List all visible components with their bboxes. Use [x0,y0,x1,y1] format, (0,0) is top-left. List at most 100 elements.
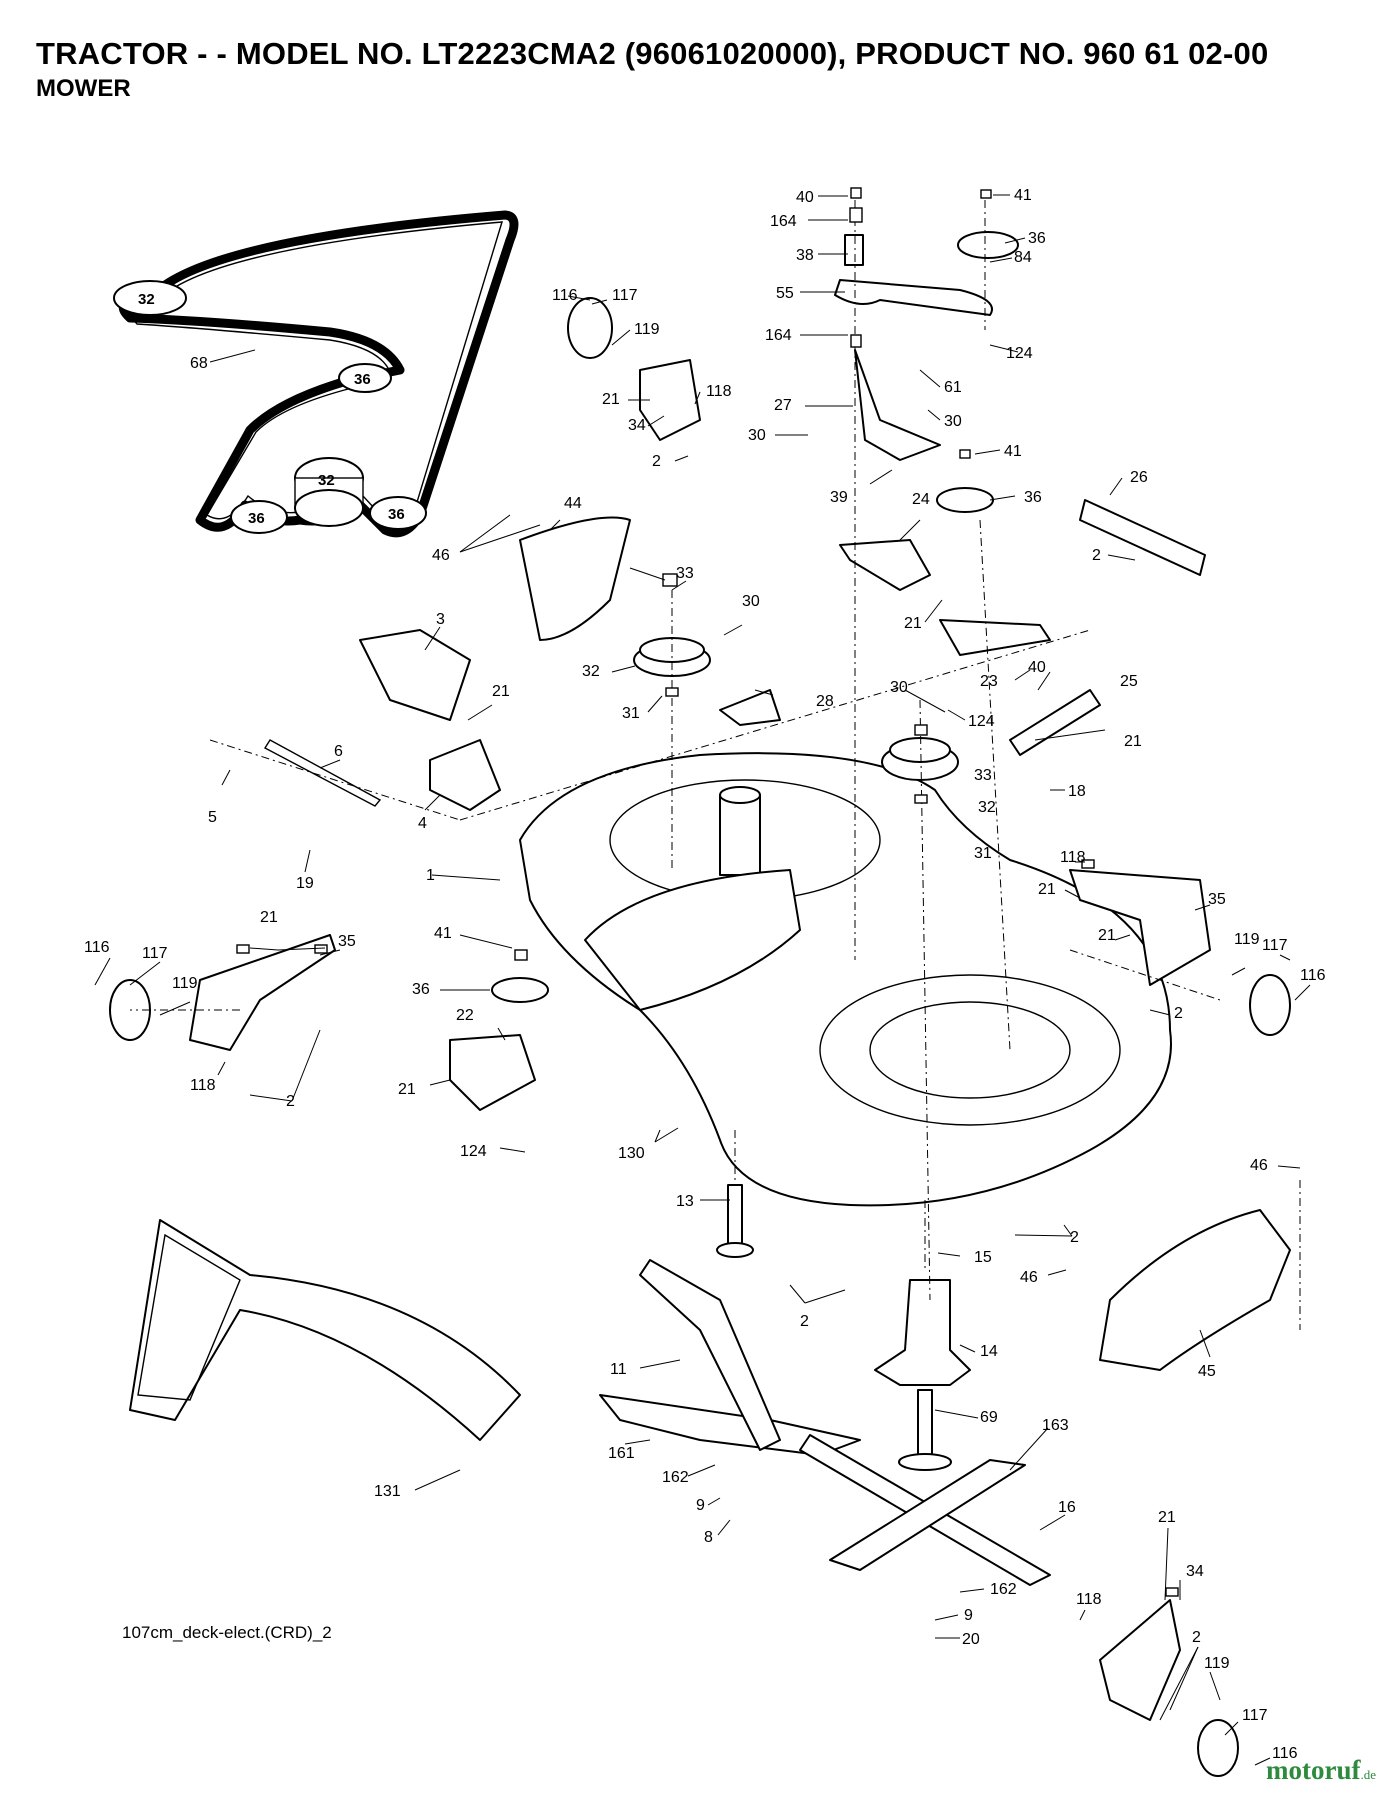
callout: 164 [765,327,792,344]
callout: 3 [436,611,445,628]
callout: 31 [974,845,992,862]
callout: 116 [1272,1745,1298,1762]
callout: 34 [628,417,646,434]
callout: 40 [1028,659,1046,676]
callout: 36 [1028,230,1046,247]
callout: 117 [1242,1707,1268,1724]
callout: 119 [1204,1655,1230,1672]
callout: 2 [1070,1229,1079,1246]
callout: 33 [676,565,694,582]
callout: 2 [652,453,661,470]
idler-arm-assembly [834,231,1019,461]
callout: 117 [1262,937,1288,954]
callout: 25 [1120,673,1138,690]
callout: 118 [1076,1591,1102,1608]
section-title: MOWER [36,75,131,102]
callout: 130 [618,1145,645,1162]
callout: 46 [1020,1269,1038,1286]
callout: 32 [978,799,996,816]
callout: 5 [208,809,217,826]
callout: 18 [1068,783,1086,800]
callout: 35 [1208,891,1226,908]
callout: 20 [962,1631,980,1648]
callout: 162 [662,1469,689,1486]
callout: 124 [460,1143,487,1160]
callout: 21 [1038,881,1056,898]
callout: 21 [602,391,620,408]
callout: 2 [1092,547,1101,564]
callout: 32 [582,663,600,680]
page-title: TRACTOR - - MODEL NO. LT2223CMA2 (960610… [36,36,1269,71]
callout: 39 [830,489,848,506]
callout: 118 [706,383,732,400]
callout: 2 [1192,1629,1201,1646]
callout: 21 [398,1081,416,1098]
callout: 118 [1060,849,1086,866]
callout: 22 [456,1007,474,1024]
callout: 116 [1300,967,1326,984]
belt-pulley-labels: 32 36 32 36 36 [138,291,405,527]
callout: 164 [770,213,797,230]
callout: 13 [676,1193,694,1210]
callout: 9 [696,1497,705,1514]
callout: 131 [374,1483,401,1500]
callout: 119 [634,321,660,338]
mower-blades [599,1259,1051,1586]
callout: 61 [944,379,962,396]
callout: 119 [1234,931,1260,948]
wheel-brackets [189,359,1211,1721]
callout: 21 [904,615,922,632]
hardware-markers [236,187,1179,1597]
callout: 16 [1058,1499,1076,1516]
mower-deck-housing [519,752,1172,1207]
callout: 116 [552,287,578,304]
brackets [264,499,1206,1111]
callout: 84 [1014,249,1032,266]
callout: 41 [1004,443,1022,460]
brand-name: motoruf [1265,1755,1361,1785]
callout: 9 [964,1607,973,1624]
drawing-id: 107cm_deck-elect.(CRD)_2 [122,1623,332,1642]
callout: 163 [1042,1417,1069,1434]
pulley-label: 36 [388,506,405,523]
callout: 119 [172,975,198,992]
callout: 19 [296,875,314,892]
callout: 8 [704,1529,713,1546]
callout: 33 [974,767,992,784]
callout: 162 [990,1581,1017,1598]
callout: 41 [1014,187,1032,204]
callout: 26 [1130,469,1148,486]
callout: 34 [1186,1563,1204,1580]
callout: 124 [1006,345,1033,362]
callout: 27 [774,397,792,414]
callout: 46 [432,547,450,564]
callout: 36 [412,981,430,998]
callout: 14 [980,1343,998,1360]
callout: 31 [622,705,640,722]
callout: 2 [1174,1005,1183,1022]
callout: 6 [334,743,343,760]
callout: 1 [426,867,435,884]
pulley-label: 36 [248,510,265,527]
brand-suffix: .de [1360,1767,1376,1782]
callout: 38 [796,247,814,264]
callout: 117 [142,945,168,962]
callout: 21 [260,909,278,926]
callout: 30 [944,413,962,430]
callout: 116 [84,939,110,956]
callout: 21 [1158,1509,1176,1526]
callout: 45 [1198,1363,1216,1380]
assembly-lines [130,200,1301,1330]
callout: 69 [980,1409,998,1426]
brand-logo: motoruf.de [1266,1755,1376,1786]
callout: 124 [968,713,995,730]
pulley-label: 32 [318,472,335,489]
callout: 35 [338,933,356,950]
callout: 68 [190,355,208,372]
callout: 46 [1250,1157,1268,1174]
callout: 44 [564,495,582,512]
callout: 15 [974,1249,992,1266]
deck-pulleys [491,487,994,1003]
callout: 21 [492,683,510,700]
